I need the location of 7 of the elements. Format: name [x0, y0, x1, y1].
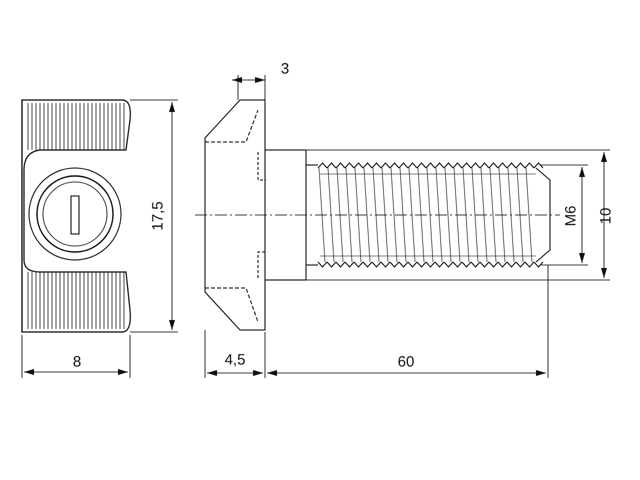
dimension-label: 8 — [72, 354, 82, 370]
dimension-label: 60 — [398, 354, 414, 370]
dimension-label: M6 — [564, 206, 578, 226]
dimension-label: 10 — [598, 208, 614, 224]
dimension-label: 17,5 — [150, 201, 166, 231]
dimension-label: 4,5 — [224, 352, 246, 368]
dimension-label: 3 — [280, 62, 290, 76]
